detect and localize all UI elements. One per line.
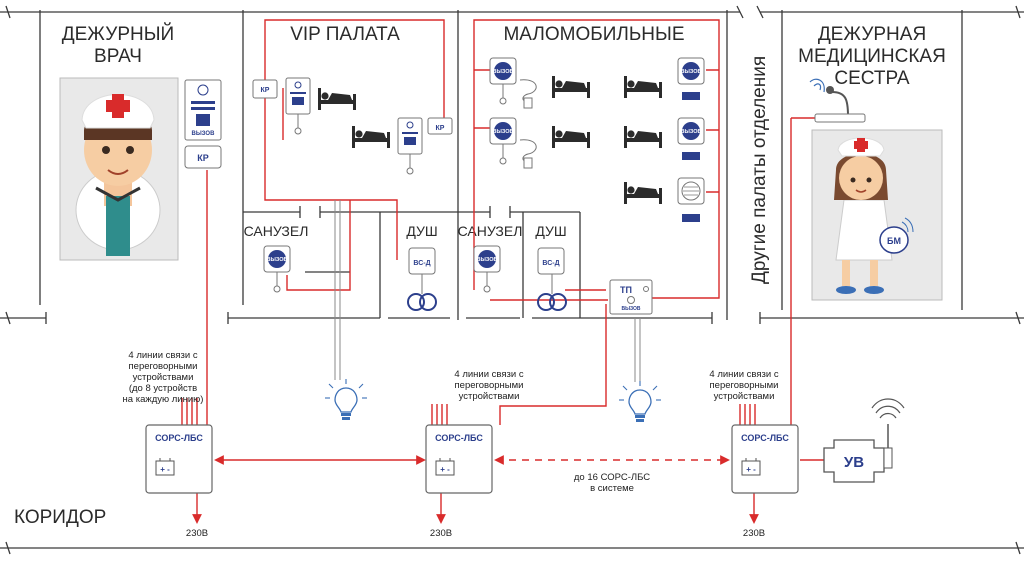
power-label-1: 230В [186,528,208,539]
power-label-2: 230В [430,528,452,539]
lm-call-2-text: ВЫЗОВ [493,129,514,135]
left-lines-note: 4 линии связи с переговорными устройства… [123,350,204,405]
vip-panel-1 [285,77,311,115]
lm-bed-3 [552,126,590,148]
vip-kr-2: КР [427,117,453,135]
up-to-16-note: до 16 СОРС-ЛБС в системе [574,472,650,494]
lm-right-call-1: ВЫЗОВ [677,57,705,100]
lm-speaker-device [677,177,705,222]
doctor-call-text: ВЫЗОВ [192,131,216,137]
lm-call-button-1: ВЫЗОВ [489,57,517,85]
tp-label: ТП [620,285,632,295]
doctor-portrait [59,77,179,261]
duty-nurse-label-line2: МЕДИЦИНСКАЯ [798,46,946,67]
right-lines-note: 4 линии связи с переговорными устройства… [709,369,778,402]
doctor-kr-label: КР [197,153,209,163]
low-mobility-label: МАЛОМОБИЛЬНЫЕ [503,24,684,45]
uv-label: УВ [844,454,864,471]
svg-text:(до 8 устройств: (до 8 устройств [129,383,197,394]
duty-nurse-label-line1: ДЕЖУРНАЯ [818,24,926,45]
bathroom-2-label: САНУЗЕЛ [458,223,523,239]
bathroom-1-call-button: ВЫЗОВ [263,245,291,273]
lm-right-call-1-text: ВЫЗОВ [681,69,702,75]
shower-2-pull-rings [537,274,567,311]
svg-text:устройствами: устройствами [133,372,194,383]
lm-bed-1 [552,76,590,98]
sors-1-battery-label: + - [160,465,170,474]
lm-call-1-text: ВЫЗОВ [493,69,514,75]
duty-doctor-label-line2: ВРАЧ [94,46,142,67]
sors-lbs-unit-1: СОРС-ЛБС + - [145,424,213,494]
sors-lbs-unit-3: СОРС-ЛБС + - [731,424,799,494]
vip-kr-1-label: КР [261,87,270,94]
duty-nurse-label-line3: СЕСТРА [834,68,909,89]
signal-lines [181,19,824,524]
lm-right-call-2: ВЫЗОВ [677,117,705,160]
sors-1-label: СОРС-ЛБС [155,433,203,443]
bathroom-2-call-button: ВЫЗОВ [473,245,501,273]
sors-3-battery-label: + - [746,465,756,474]
sors-3-label: СОРС-ЛБС [741,433,789,443]
lm-call-button-2: ВЫЗОВ [489,117,517,145]
svg-text:4 линии связи с: 4 линии связи с [128,350,197,361]
lm-light-bulb-icon [618,380,662,423]
bathroom-1-label: САНУЗЕЛ [244,223,309,239]
shower-1-vs-d-label: ВС-Д [413,260,430,267]
corridor-label: КОРИДОР [14,507,106,528]
tp-device: ТП ВЫЗОВ [609,279,653,315]
power-label-3: 230В [743,528,765,539]
nurse-portrait [811,129,943,301]
svg-text:на каждую линию): на каждую линию) [123,394,204,405]
shower-1-vs-d: ВС-Д [408,247,436,275]
sors-2-label: СОРС-ЛБС [435,433,483,443]
nurse-bm-pager: БМ [879,217,914,254]
vip-panel-2 [397,117,423,155]
vip-kr-2-label: КР [436,125,445,132]
svg-text:переговорными: переговорными [455,380,524,391]
lm-right-call-2-text: ВЫЗОВ [681,129,702,135]
svg-text:устройствами: устройствами [459,391,520,402]
lm-bed-5 [624,182,662,204]
svg-text:переговорными: переговорными [129,361,198,372]
vip-ward-label: VIP ПАЛАТА [290,24,400,45]
vip-bed-1 [318,88,356,110]
walls [0,5,1024,555]
bathroom-2-call-text: ВЫЗОВ [477,257,498,263]
uv-transmitter: УВ [823,398,905,483]
svg-text:переговорными: переговорными [710,380,779,391]
vip-kr-1: КР [252,79,278,99]
doctor-kr-device: КР [184,145,222,169]
svg-text:в системе: в системе [590,483,634,494]
lm-bed-2 [624,76,662,98]
svg-text:4 линии связи с: 4 линии связи с [454,369,523,380]
wifi-icon [871,398,905,419]
shower-2-vs-d-label: ВС-Д [542,260,559,267]
shower-2-label: ДУШ [535,223,566,239]
sors-2-battery-label: + - [440,465,450,474]
svg-text:4 линии связи с: 4 линии связи с [709,369,778,380]
nurse-microphone [809,78,866,123]
vip-bed-2 [352,126,390,148]
tp-call-text: ВЫЗОВ [621,306,640,312]
lm-cord-2 [519,139,537,169]
svg-text:устройствами: устройствами [714,391,775,402]
sors-lbs-unit-2: СОРС-ЛБС + - [425,424,493,494]
svg-text:до 16 СОРС-ЛБС: до 16 СОРС-ЛБС [574,472,650,483]
shower-1-label: ДУШ [406,223,437,239]
lm-cord-1 [519,79,537,109]
other-wards-label: Другие палаты отделения [749,56,770,284]
shower-1-pull-rings [407,274,437,311]
bathroom-1-call-text: ВЫЗОВ [267,257,288,263]
mid-lines-note: 4 линии связи с переговорными устройства… [454,369,523,402]
doctor-call-panel: ВЫЗОВ [184,79,222,141]
shower-2-vs-d: ВС-Д [537,247,565,275]
vip-light-bulb-icon [324,378,368,421]
lamp-lines [334,200,641,382]
duty-doctor-label-line1: ДЕЖУРНЫЙ [62,23,174,45]
bm-label: БМ [887,236,901,246]
lm-bed-4 [624,126,662,148]
